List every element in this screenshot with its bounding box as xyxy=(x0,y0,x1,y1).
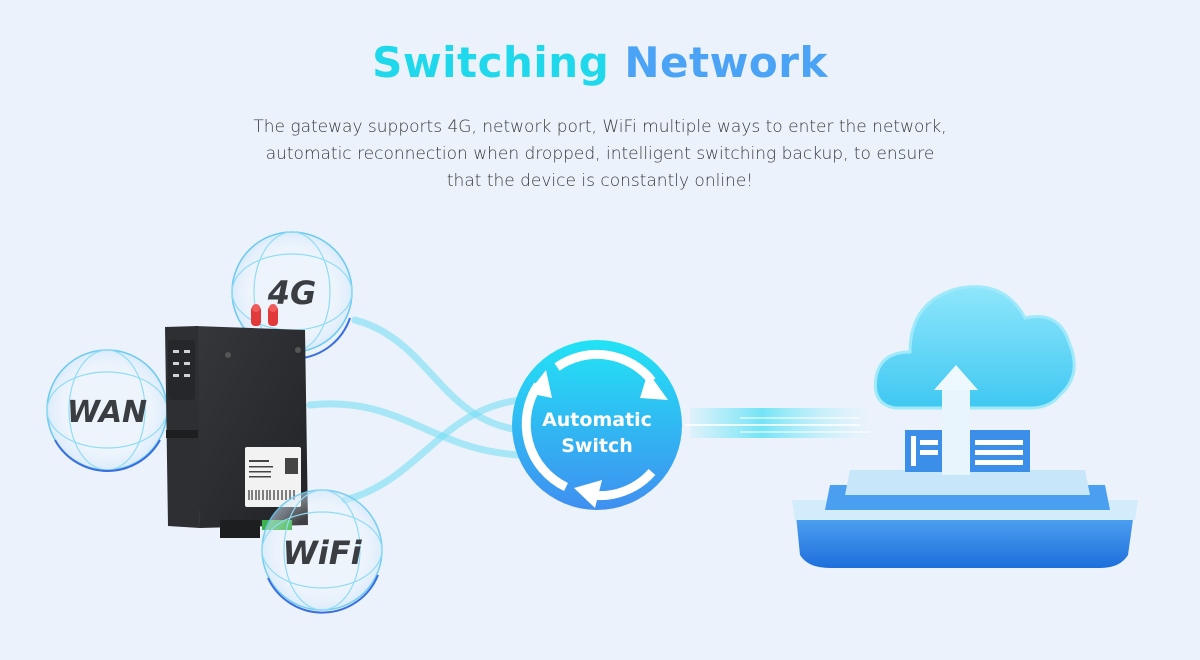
upload-arrow-icon xyxy=(934,365,978,475)
title-word-network: Network xyxy=(624,38,828,87)
description-line: The gateway supports 4G, network port, W… xyxy=(253,117,947,137)
page-description: The gateway supports 4G, network port, W… xyxy=(220,114,980,195)
automatic-switch: Automatic Switch xyxy=(512,340,682,510)
connection-lines xyxy=(306,316,524,504)
cycle-arrow-icon xyxy=(528,370,668,508)
description-line: automatic reconnection when dropped, int… xyxy=(265,144,935,164)
line-wifi xyxy=(341,396,524,504)
switch-label-line2: Switch xyxy=(561,435,633,457)
cloud-icon xyxy=(873,285,1076,410)
cloud-platform xyxy=(792,285,1138,568)
network-mode-wifi: WiFi xyxy=(261,489,383,614)
network-mode-wan: WAN xyxy=(46,349,168,472)
line-4g xyxy=(351,316,524,434)
data-beam xyxy=(685,408,870,438)
title-word-switching: Switching xyxy=(372,38,610,87)
line-wan xyxy=(306,400,524,459)
page-title: Switching Network xyxy=(0,38,1200,87)
label-wifi: WiFi xyxy=(282,534,362,572)
switch-label-line1: Automatic xyxy=(542,409,652,431)
description-line: that the device is constantly online! xyxy=(446,171,754,191)
gateway-device xyxy=(165,304,308,538)
label-wan: WAN xyxy=(67,395,147,430)
platform-base xyxy=(795,505,1135,568)
